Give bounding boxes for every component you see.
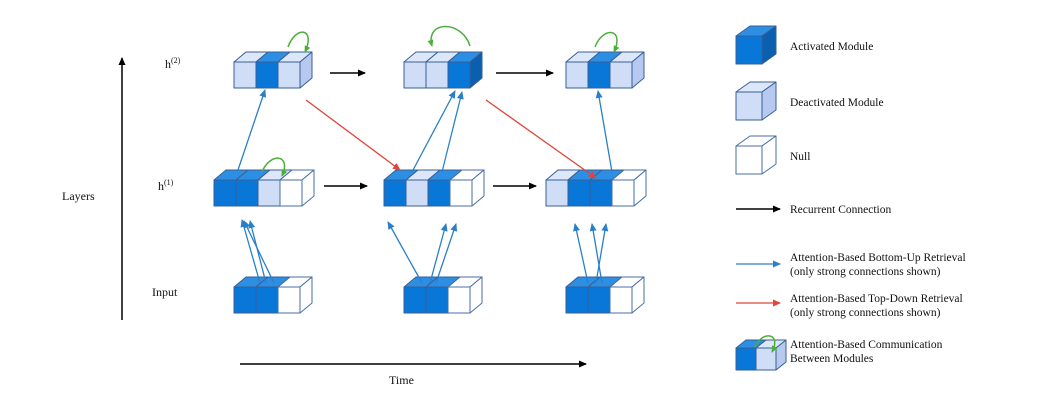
- bottom-up-arrow: [387, 221, 423, 284]
- communication-arrow: [427, 25, 471, 47]
- communication-connections: [261, 25, 620, 177]
- module-group-h1-t1: [213, 169, 315, 207]
- deactivated-module: [755, 339, 787, 371]
- module-group-h2-t1: [233, 51, 313, 89]
- bottom-up-arrow: [595, 223, 609, 284]
- bottom-up-arrow: [595, 90, 613, 173]
- bottom-up-connections: [237, 89, 613, 284]
- row-label-h1: h(1): [158, 178, 174, 193]
- legend-activated-cube: [735, 25, 777, 65]
- communication-arrow: [594, 31, 620, 53]
- bottom-up-arrow: [589, 223, 603, 284]
- legend-bottom-up-label-2: (only strong connections shown): [790, 266, 941, 278]
- legend: Activated Module Deactivated Module Null…: [735, 25, 966, 371]
- null-module: [279, 169, 315, 207]
- null-module: [449, 169, 485, 207]
- legend-deactivated-label: Deactivated Module: [790, 97, 884, 109]
- null-module: [611, 169, 647, 207]
- module-group-h1-t2: [383, 169, 485, 207]
- layers-axis: Layers: [62, 57, 126, 320]
- top-down-arrow: [485, 99, 597, 179]
- module-group-h2-t3: [565, 51, 645, 89]
- legend-top-down-label-2: (only strong connections shown): [790, 307, 941, 319]
- time-label: Time: [389, 373, 414, 387]
- bottom-up-arrow: [248, 220, 267, 284]
- legend-recurrent-label: Recurrent Connection: [790, 204, 891, 216]
- communication-arrow: [287, 31, 311, 53]
- legend-communication-label-1: Attention-Based Communication: [790, 339, 943, 351]
- recurrent-connections: [324, 69, 554, 190]
- communication-arrow: [261, 157, 288, 177]
- null-module: [447, 276, 483, 314]
- legend-bottom-up-label-1: Attention-Based Bottom-Up Retrieval: [790, 252, 966, 264]
- row-label-input: Input: [152, 285, 178, 299]
- bottom-up-arrow: [240, 219, 261, 284]
- bottom-up-arrow: [237, 89, 267, 171]
- module-groups: [213, 51, 647, 314]
- module-group-input-t3: [565, 276, 645, 314]
- activated-module: [447, 51, 483, 89]
- legend-null-cube: [735, 135, 777, 175]
- module-group-input-t2: [403, 276, 483, 314]
- time-axis: Time: [240, 360, 587, 387]
- bottom-up-arrow: [243, 220, 275, 284]
- null-module: [277, 276, 313, 314]
- legend-null-label: Null: [790, 151, 810, 163]
- deactivated-module: [609, 51, 645, 89]
- deactivated-module: [735, 81, 777, 121]
- bottom-up-arrow: [441, 91, 464, 173]
- null-module: [609, 276, 645, 314]
- top-down-arrow: [305, 99, 401, 171]
- bottom-up-arrow: [429, 223, 448, 284]
- bottom-up-arrow: [573, 223, 589, 284]
- bottom-up-arrow: [435, 223, 458, 284]
- legend-communication-icon: [735, 339, 787, 371]
- module-group-input-t1: [233, 276, 313, 314]
- legend-communication-arrow: [754, 335, 778, 353]
- layers-label: Layers: [62, 189, 95, 203]
- legend-activated-label: Activated Module: [790, 41, 873, 53]
- top-down-connections: [305, 99, 597, 179]
- null-module: [735, 135, 777, 175]
- activated-module: [735, 25, 777, 65]
- bottom-up-arrow: [411, 90, 456, 173]
- module-group-h2-t2: [403, 51, 483, 89]
- legend-top-down-label-1: Attention-Based Top-Down Retrieval: [790, 293, 963, 305]
- deactivated-module: [277, 51, 313, 89]
- legend-deactivated-cube: [735, 81, 777, 121]
- module-group-h1-t3: [545, 169, 647, 207]
- row-label-h2: h(2): [165, 56, 181, 71]
- legend-communication-label-2: Between Modules: [790, 353, 874, 365]
